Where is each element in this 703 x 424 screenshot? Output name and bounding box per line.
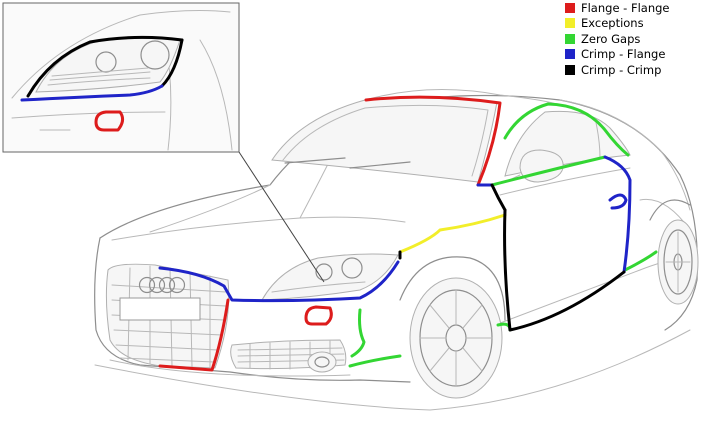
front-wheel [409, 277, 503, 399]
legend-swatch [565, 2, 575, 13]
grille [105, 263, 230, 369]
legend: Flange - Flange Exceptions Zero Gaps Cri… [565, 0, 701, 78]
car-sketch [94, 89, 699, 411]
legend-item-crimp-flange: Crimp - Flange [565, 47, 701, 63]
legend-swatch [565, 49, 575, 60]
legend-label: Exceptions [581, 16, 644, 31]
legend-label: Zero Gaps [581, 31, 641, 46]
legend-item-flange-flange: Flange - Flange [565, 0, 701, 16]
legend-item-crimp-crimp: Crimp - Crimp [565, 62, 701, 78]
legend-label: Crimp - Flange [581, 47, 666, 62]
rear-wheel [657, 219, 699, 305]
legend-label: Flange - Flange [581, 0, 670, 15]
headlight-inset [2, 2, 325, 283]
seams-main [158, 95, 658, 372]
legend-swatch [565, 18, 575, 29]
legend-label: Crimp - Crimp [581, 62, 662, 77]
headlight [261, 253, 399, 301]
legend-item-zero-gaps: Zero Gaps [565, 31, 701, 47]
bumper-intake [230, 339, 347, 373]
legend-swatch [565, 64, 575, 75]
legend-item-exceptions: Exceptions [565, 16, 701, 32]
legend-swatch [565, 33, 575, 44]
